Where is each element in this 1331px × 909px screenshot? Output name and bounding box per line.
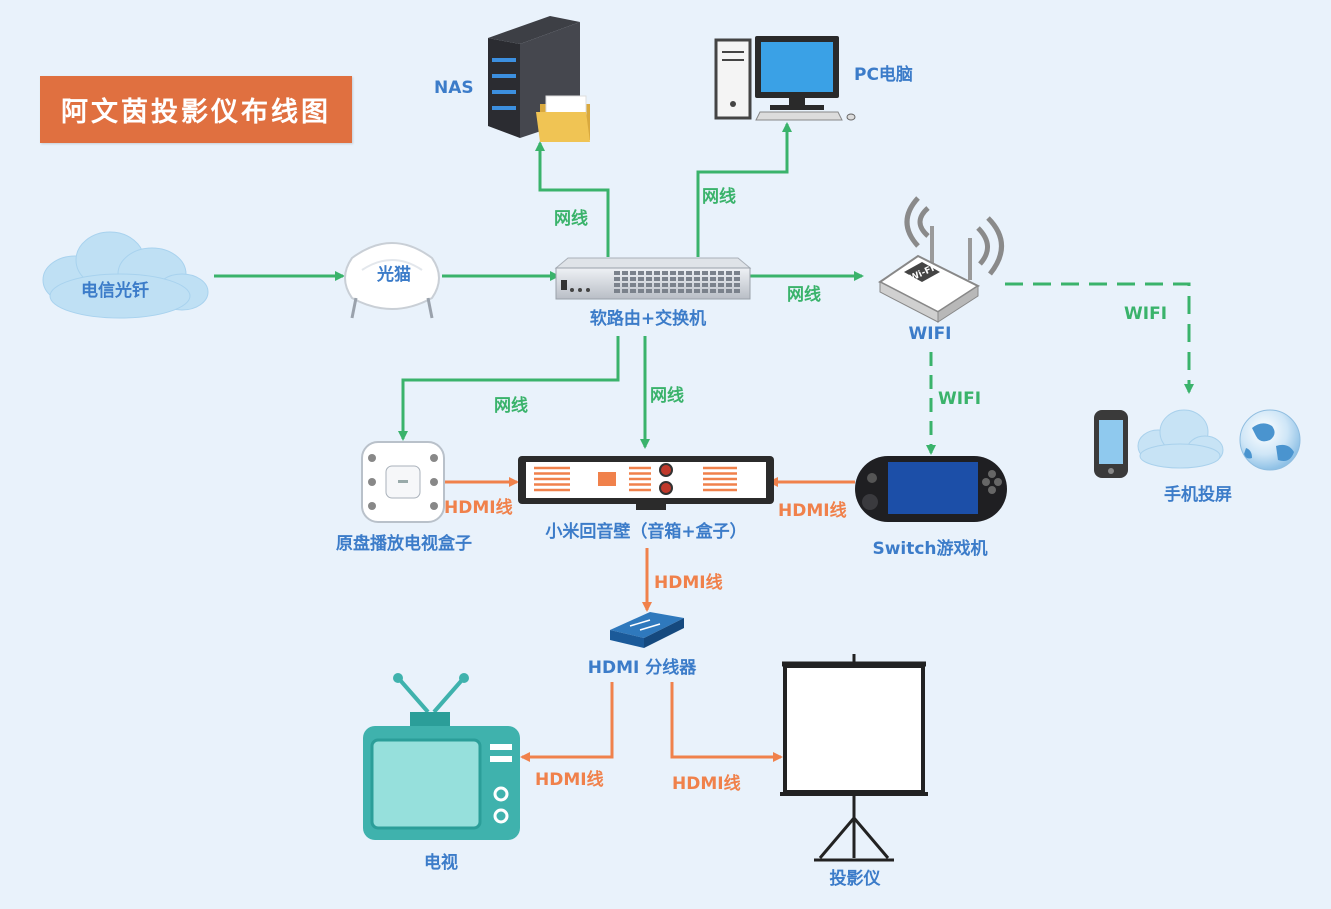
ethernet-connectors	[214, 122, 1194, 455]
edge-splitter-tv	[520, 682, 614, 762]
node-tvbox-label: 原盘播放电视盒子	[336, 534, 472, 554]
modem-icon	[344, 242, 440, 319]
hdmi-connectors	[444, 477, 855, 762]
edge-label-wifi-switch: WIFI	[938, 389, 982, 409]
edge-splitter-projector	[670, 682, 783, 762]
edge-label-hdmi-tv: HDMI线	[535, 770, 604, 790]
tv-icon	[363, 673, 520, 840]
hdmi-splitter-icon	[610, 612, 684, 648]
node-nas-label: NAS	[434, 78, 474, 98]
small-cloud-icon	[1137, 409, 1224, 469]
node-tv-label: 电视	[424, 853, 458, 873]
edge-label-tvbox: 网线	[494, 396, 528, 416]
edge-router-pc	[696, 122, 792, 257]
wifi-router-icon: Wi-Fi	[878, 196, 1004, 323]
node-modem-label: 光猫	[377, 265, 411, 285]
pc-icon	[714, 36, 856, 121]
edge-label-hdmi-switch: HDMI线	[778, 501, 847, 521]
edge-label-hdmi-projector: HDMI线	[672, 774, 741, 794]
globe-icon	[1239, 409, 1301, 471]
node-fiber-label: 电信光钎	[81, 281, 149, 301]
node-router-label: 软路由+交换机	[589, 309, 707, 329]
edge-router-tvbox	[398, 336, 620, 441]
node-phone-label: 手机投屏	[1164, 485, 1232, 505]
node-switch-label: Switch游戏机	[872, 539, 988, 559]
soundbar-icon	[518, 456, 774, 510]
node-pc-label: PC电脑	[854, 65, 913, 85]
edge-label-nas: 网线	[554, 209, 588, 229]
node-soundbar-label: 小米回音壁（音箱+盒子）	[545, 522, 747, 542]
game-console-icon	[855, 456, 1007, 522]
node-splitter-label: HDMI 分线器	[587, 658, 697, 678]
projector-screen-icon	[780, 654, 928, 862]
edge-wifi-phone	[1005, 282, 1194, 394]
cloud-icon	[42, 231, 209, 319]
phone-icon	[1094, 410, 1128, 478]
node-wifi-label: WIFI	[908, 324, 952, 344]
edge-label-hdmi-splitter: HDMI线	[654, 573, 723, 593]
edge-label-hdmi-tvbox: HDMI线	[444, 498, 513, 518]
nas-server-icon	[488, 16, 590, 142]
node-projector-label: 投影仪	[829, 869, 881, 889]
diagram-title: 阿文茵投影仪布线图	[40, 76, 352, 143]
edge-label-pc: 网线	[702, 187, 736, 207]
router-switch-icon	[554, 257, 752, 300]
edge-label-wifi: 网线	[787, 285, 821, 305]
edge-label-soundbar: 网线	[650, 386, 684, 406]
edge-label-wifi-phone: WIFI	[1124, 304, 1168, 324]
tv-box-icon	[361, 441, 445, 523]
edge-router-nas	[535, 141, 610, 257]
